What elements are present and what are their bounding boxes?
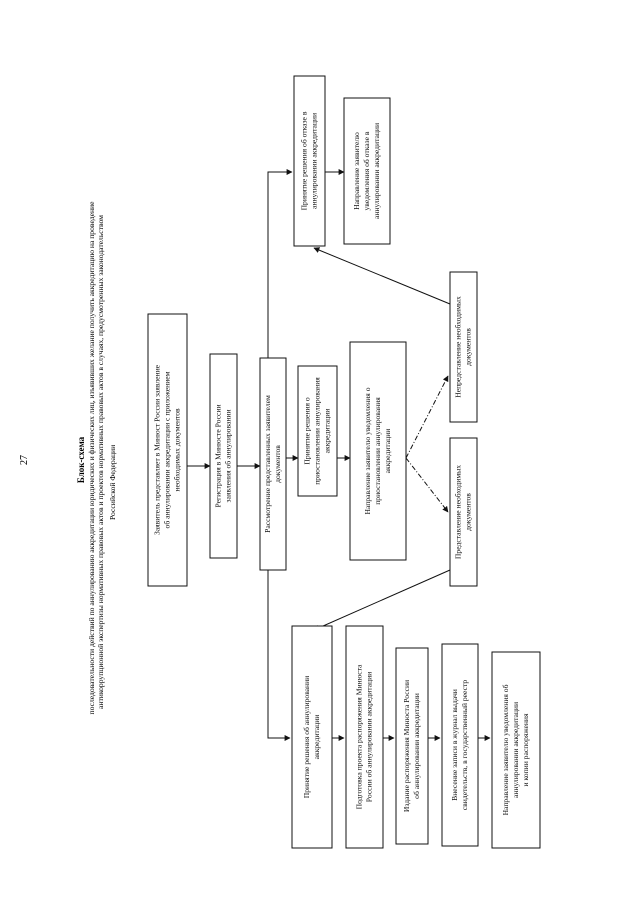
box-text-line: аннулировании аккредитации bbox=[310, 113, 319, 209]
box-documents-provided: Представление необходимых документов bbox=[449, 437, 478, 587]
box-decision-refuse: Принятие решения об отказе в аннулирован… bbox=[293, 75, 326, 247]
box-decision-annul: Принятие решения об аннулировании аккред… bbox=[291, 625, 333, 849]
box-register-application: Регистрация в Минюсте России заявления о… bbox=[209, 353, 238, 559]
box-text-line: Направление заявителю уведомления о bbox=[363, 387, 372, 514]
title-block: Блок-схема последовательности действий п… bbox=[76, 201, 117, 715]
box-prepare-order: Подготовка проекта распоряжения Минюста … bbox=[345, 625, 384, 849]
box-notify-annul: Направление заявителю уведомления об анн… bbox=[491, 651, 541, 849]
box-text-line: уведомления об отказе в bbox=[362, 131, 371, 210]
box-text-line: аккредитации bbox=[383, 429, 392, 474]
box-text-line: Рассмотрение представленных заявителем bbox=[263, 395, 272, 533]
box-text-line: об аннулировании аккредитации bbox=[412, 693, 421, 799]
box-documents-not-provided: Непредставление необходимых документов bbox=[449, 271, 478, 423]
box-text-line: Принятие решения о bbox=[303, 397, 312, 464]
box-text-line: аннулировании аккредитации bbox=[511, 702, 520, 798]
box-text-line: об аннулировании аккредитации с приложен… bbox=[163, 371, 172, 528]
box-text-line: Направление заявителю уведомления об bbox=[501, 684, 510, 815]
box-text-line: документов bbox=[273, 445, 282, 483]
box-text-line: и копии распоряжения bbox=[521, 713, 530, 786]
flowchart-title: Блок-схема bbox=[76, 436, 86, 483]
box-text-line: Непредставление необходимых bbox=[454, 296, 463, 398]
box-notify-suspend: Направление заявителю уведомления о прио… bbox=[349, 341, 407, 561]
box-text-line: свидетельств, в государственный реестр bbox=[460, 680, 469, 811]
box-text-line: Регистрация в Минюсте России bbox=[214, 404, 223, 507]
box-review-documents: Рассмотрение представленных заявителем д… bbox=[259, 357, 287, 571]
box-text-line: Представление необходимых bbox=[454, 465, 463, 559]
box-issue-order: Издание распоряжения Минюста России об а… bbox=[395, 647, 429, 845]
box-text-line: приостановлении аннулирования bbox=[313, 377, 322, 485]
box-text-line: Заявитель представляет в Минюст России з… bbox=[153, 364, 162, 535]
box-submit-application: Заявитель представляет в Минюст России з… bbox=[147, 313, 188, 587]
box-text-line: документов bbox=[464, 328, 473, 366]
box-journal-entry: Внесение записи в журнал выдачи свидетел… bbox=[441, 643, 479, 847]
box-text-line: Направление заявителю bbox=[352, 132, 361, 210]
connectors bbox=[187, 169, 491, 741]
box-text-line: необходимых документов bbox=[173, 408, 182, 492]
box-text-line: Принятие решения об отказе в bbox=[300, 111, 309, 210]
box-text-line: России об аннулировании аккредитации bbox=[365, 672, 374, 802]
box-text-line: заявления об аннулировании bbox=[224, 409, 233, 502]
box-text-line: аккредитации bbox=[323, 409, 332, 454]
subtitle-line: антикоррупционной экспертизы нормативных… bbox=[96, 215, 105, 709]
box-text-line: Подготовка проекта распоряжения Минюста bbox=[355, 664, 364, 809]
box-text-line: Принятие решения об аннулировании bbox=[302, 676, 311, 798]
subtitle-line: последовательности действий по аннулиров… bbox=[87, 201, 96, 715]
box-text-line: аннулировании аккредитации bbox=[372, 123, 381, 219]
box-text-line: Издание распоряжения Минюста России bbox=[402, 680, 411, 812]
box-decision-suspend: Принятие решения о приостановлении аннул… bbox=[297, 365, 338, 497]
box-notify-refuse: Направление заявителю уведомления об отк… bbox=[343, 97, 391, 245]
box-text-line: приостановлении аннулирования bbox=[373, 397, 382, 505]
box-text-line: Внесение записи в журнал выдачи bbox=[450, 689, 459, 801]
page-number: 27 bbox=[19, 455, 30, 465]
box-text-line: аккредитации bbox=[312, 715, 321, 760]
subtitle-line: Российской Федерации bbox=[108, 445, 117, 520]
box-text-line: документов bbox=[464, 493, 473, 531]
